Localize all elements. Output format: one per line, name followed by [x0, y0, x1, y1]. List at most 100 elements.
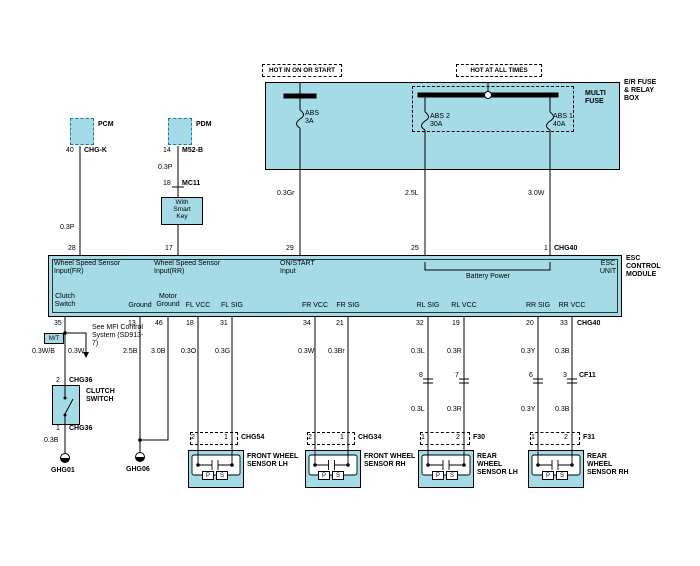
pin-label: 8: [419, 372, 423, 379]
connector-label: F30: [473, 434, 486, 441]
terminal-s: S: [216, 471, 228, 480]
wire-color-label: 2.5L: [405, 190, 419, 197]
er-fuse-relay-box-label: E/R FUSE & RELAY BOX: [624, 79, 657, 102]
fuse-name: ABS 1: [553, 113, 573, 120]
pin-label: 32: [416, 320, 424, 327]
ground-label: GHG01: [51, 467, 75, 474]
pin-label: 29: [286, 245, 294, 252]
pin-label: 1: [421, 434, 425, 441]
esc-input-label: ON/START Input: [280, 260, 315, 275]
ground-label: GHG06: [126, 466, 150, 473]
terminal-p: P: [318, 471, 330, 480]
wire-color-label: 0.3G: [215, 348, 231, 355]
pin-label: 1: [340, 434, 344, 441]
wire-color-label: 3.0B: [151, 348, 166, 355]
pcm-label: PCM: [98, 121, 114, 128]
connector-chg34-box: [307, 432, 355, 445]
ground-symbol-icon: [135, 452, 145, 462]
wire-color-label: 0.3P: [158, 164, 173, 171]
pin-label: 31: [220, 320, 228, 327]
connector-label: CHG-K: [84, 147, 107, 154]
sensor-label: REAR WHEEL SENSOR RH: [587, 453, 629, 476]
pin-label: 2: [56, 377, 60, 384]
esc-fn-label: RR SIG: [525, 302, 551, 309]
connector-label: CF11: [579, 372, 596, 379]
pin-label: 34: [303, 320, 311, 327]
pin-label: 6: [529, 372, 533, 379]
fuse-name: ABS 2: [430, 113, 450, 120]
esc-module-label: ESC CONTROL MODULE: [626, 255, 661, 278]
sensor-label: FRONT WHEEL SENSOR LH: [247, 453, 299, 468]
wire-color-label: 3.0W: [528, 190, 545, 197]
connector-label: CHG54: [241, 434, 265, 441]
wire-color-label: 0.3R: [447, 406, 462, 413]
mt-tag: M/T: [44, 333, 64, 344]
pin-label: 25: [411, 245, 419, 252]
hot-in-on-or-start-label: HOT IN ON OR START: [262, 64, 342, 77]
rear-wheel-sensor-rh-box: [528, 450, 584, 488]
sensor-label: REAR WHEEL SENSOR LH: [477, 453, 518, 476]
wire-color-label: 0.3Gr: [277, 190, 295, 197]
connector-label: CHG36: [69, 425, 93, 432]
pin-label: 17: [165, 245, 173, 252]
wire-color-label: 0.3O: [181, 348, 197, 355]
terminal-s: S: [332, 471, 344, 480]
wire-color-label: 2.5B: [123, 348, 138, 355]
pin-label: 14: [163, 147, 171, 154]
connector-label: CHG40: [554, 245, 578, 252]
esc-fn-label: FL VCC: [185, 302, 211, 309]
pin-label: 3: [563, 372, 567, 379]
connector-chg54-box: [190, 432, 238, 445]
wire-color-label: 0.3Br: [328, 348, 345, 355]
multi-fuse-label: MULTI FUSE: [585, 90, 606, 105]
clutch-switch-label: CLUTCH SWITCH: [86, 388, 115, 403]
pdm-box: [168, 118, 192, 145]
fuse-rating: 30A: [430, 121, 443, 128]
wire-color-label: 0.3R: [447, 348, 462, 355]
esc-fn-label: RL SIG: [416, 302, 440, 309]
wire-color-label: 0.3B: [555, 348, 570, 355]
wire-color-label: 0.3W: [298, 348, 315, 355]
battery-power-label: Battery Power: [466, 273, 510, 280]
esc-fn-label: FL SIG: [221, 302, 243, 309]
see-mfi-note: See MFI Control System (SD913-7): [92, 324, 144, 347]
connector-label: CHG36: [69, 377, 93, 384]
esc-input-label: Wheel Speed Sensor Input(RR): [154, 260, 221, 275]
terminal-s: S: [446, 471, 458, 480]
wire-color-label: 0.3L: [411, 348, 425, 355]
connector-label: CHG34: [358, 434, 382, 441]
terminal-p: P: [202, 471, 214, 480]
pin-label: 2: [191, 434, 195, 441]
pin-label: 1: [224, 434, 228, 441]
pin-label: 35: [54, 320, 62, 327]
sensor-label: FRONT WHEEL SENSOR RH: [364, 453, 416, 468]
pin-label: 20: [526, 320, 534, 327]
esc-fn-label: Motor Ground: [156, 293, 180, 308]
terminal-s: S: [556, 471, 568, 480]
multi-fuse-box: [412, 86, 574, 132]
pin-label: 46: [155, 320, 163, 327]
pin-label: 33: [560, 320, 568, 327]
esc-fn-label: Ground: [128, 302, 152, 309]
pin-label: 21: [336, 320, 344, 327]
fuse-name: ABS: [305, 110, 320, 117]
pin-label: 2: [308, 434, 312, 441]
esc-unit-inner-border: [52, 259, 618, 313]
pin-label: 40: [66, 147, 74, 154]
wire-color-label: 0.3W/B: [32, 348, 55, 355]
front-wheel-sensor-lh-box: [188, 450, 244, 488]
terminal-p: P: [432, 471, 444, 480]
pin-label: 18: [163, 180, 171, 187]
wire-color-label: 0.3B: [44, 437, 59, 444]
esc-fn-label: FR VCC: [301, 302, 329, 309]
wire-color-label: 0.3P: [60, 224, 75, 231]
connector-label: MC11: [182, 180, 201, 187]
esc-fn-label: FR SIG: [336, 302, 360, 309]
fuse-rating: 40A: [553, 121, 566, 128]
esc-fn-label: RR VCC: [558, 302, 586, 309]
pin-label: 1: [56, 425, 60, 432]
wire-color-label: 0.3L: [411, 406, 425, 413]
connector-label: M52-B: [182, 147, 204, 154]
hot-at-all-times-label: HOT AT ALL TIMES: [456, 64, 542, 77]
